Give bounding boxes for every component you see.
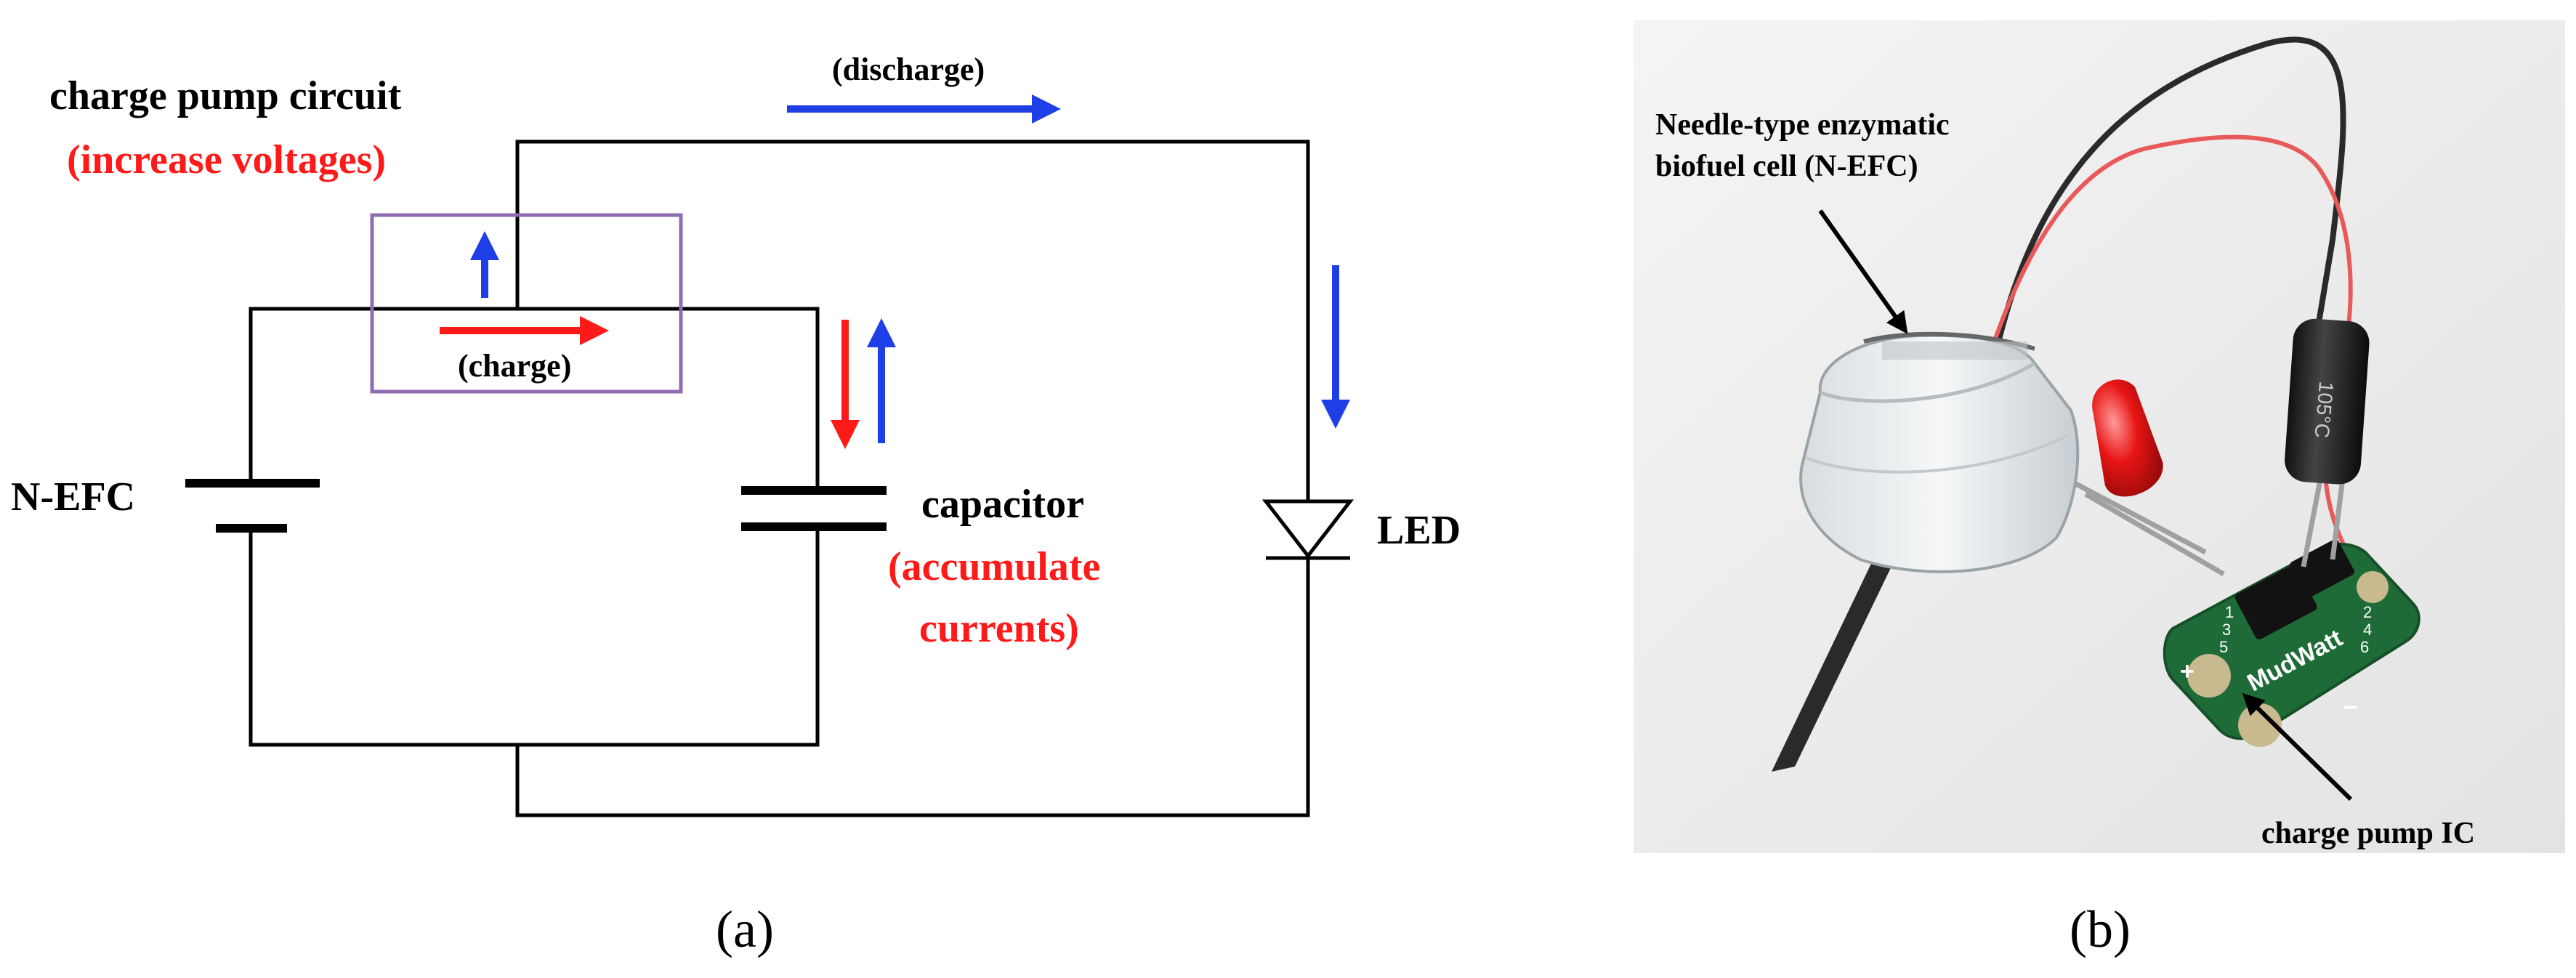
capacitor-note-line1: (accumulate bbox=[888, 544, 1100, 589]
circuit-diagram: charge pump circuit (increase voltages) … bbox=[11, 52, 1461, 958]
caption-b: (b) bbox=[2070, 900, 2131, 958]
capacitor-marking: 105°C bbox=[2310, 381, 2338, 440]
capacitor-label: capacitor bbox=[921, 482, 1084, 527]
black-lead-wire bbox=[1992, 36, 2346, 358]
board-pin-4: 4 bbox=[2363, 621, 2372, 639]
wire-battery-bottom bbox=[249, 530, 820, 747]
board-pin-2: 2 bbox=[2363, 603, 2372, 621]
charge-label: (charge) bbox=[458, 348, 571, 384]
efc-callout-line1: Needle-type enzymatic bbox=[1655, 108, 1950, 142]
capacitor-symbol bbox=[741, 486, 887, 531]
wire-bottom-outer bbox=[515, 556, 1310, 817]
efc-callout-arrow bbox=[1818, 209, 1908, 334]
board-pin-1: 1 bbox=[2225, 603, 2234, 621]
led-component bbox=[2073, 379, 2225, 577]
wire-top-outer bbox=[515, 140, 1310, 501]
charge-pump-box bbox=[370, 213, 683, 394]
board-pin-6: 6 bbox=[2360, 638, 2369, 656]
efc-cup bbox=[1799, 331, 2080, 573]
wire-left-loop bbox=[249, 307, 820, 490]
led-symbol bbox=[1261, 499, 1354, 560]
board-pin-5: 5 bbox=[2219, 638, 2228, 656]
battery-label: N-EFC bbox=[11, 474, 135, 520]
caption-a: (a) bbox=[716, 900, 774, 958]
device-photo: MudWatt 1 3 5 2 4 6 + − 105°C Needle-typ… bbox=[1634, 20, 2565, 958]
capacitor-component: 105°C bbox=[2285, 318, 2370, 567]
charge-pump-title: charge pump circuit bbox=[49, 73, 402, 118]
efc-callout-line2: biofuel cell (N-EFC) bbox=[1655, 150, 1918, 183]
board-plus: + bbox=[2180, 658, 2195, 685]
led-label: LED bbox=[1377, 508, 1461, 553]
board-minus: − bbox=[2343, 694, 2358, 722]
ic-callout-label: charge pump IC bbox=[2261, 817, 2475, 850]
circuit-wires bbox=[249, 140, 1310, 817]
charge-pump-note: (increase voltages) bbox=[67, 137, 386, 182]
flow-arrows bbox=[440, 94, 1350, 449]
board-pin-3: 3 bbox=[2222, 621, 2231, 639]
ic-callout-arrow bbox=[2242, 692, 2353, 801]
discharge-label: (discharge) bbox=[832, 52, 985, 87]
capacitor-note-line2: currents) bbox=[919, 606, 1079, 651]
battery-symbol bbox=[185, 425, 320, 534]
